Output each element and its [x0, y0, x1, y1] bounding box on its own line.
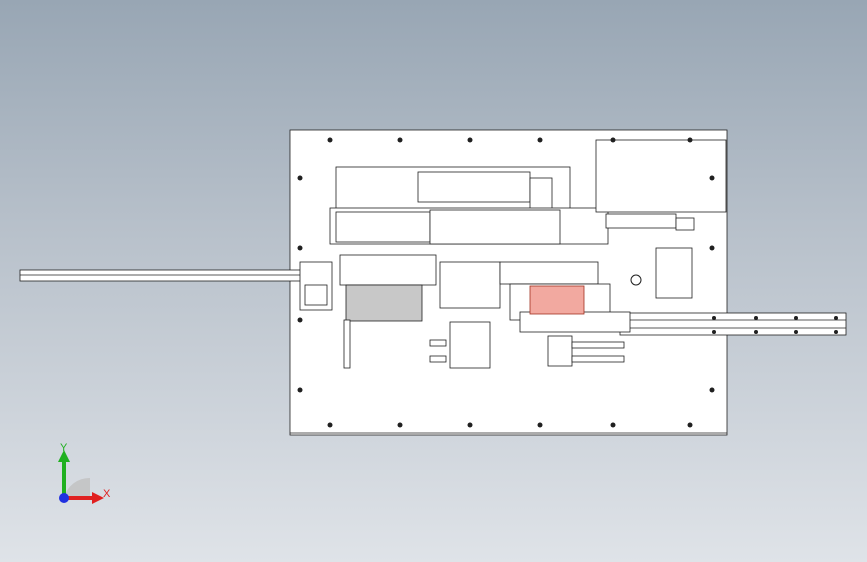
center-block: [339, 254, 437, 286]
cylinder-housing: [595, 139, 727, 213]
x-axis-label: X: [103, 488, 111, 500]
lower-cylinder-right: [547, 335, 573, 367]
lower-cylinder-left: [449, 321, 491, 369]
right-rail: [619, 312, 847, 336]
highlighted-part: [529, 285, 585, 315]
motor: [655, 247, 693, 299]
y-axis-label: Y: [60, 442, 68, 454]
coordinate-triad: [58, 450, 104, 504]
left-rail: [19, 269, 311, 282]
bolt-holes: [297, 137, 838, 428]
